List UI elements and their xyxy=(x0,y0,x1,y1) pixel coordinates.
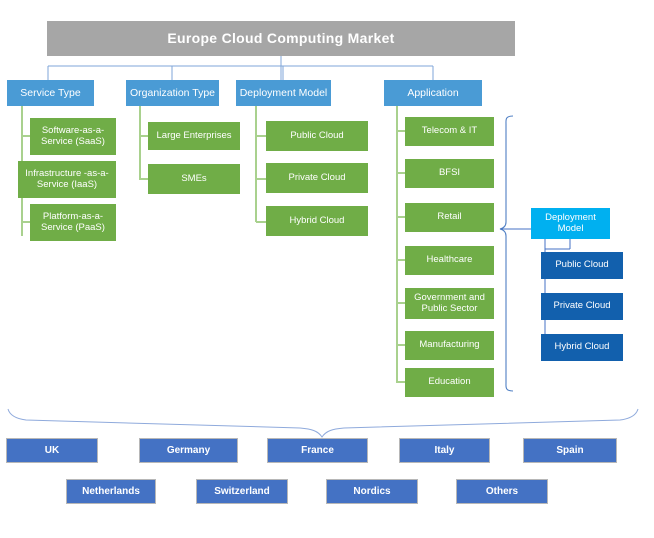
leaf-government-public-sector[interactable]: Government and Public Sector xyxy=(405,288,494,319)
country-nordics[interactable]: Nordics xyxy=(326,479,418,504)
leaf-telecom-it[interactable]: Telecom & IT xyxy=(405,117,494,146)
leaf-bfsi[interactable]: BFSI xyxy=(405,159,494,188)
leaf-hybrid-cloud[interactable]: Hybrid Cloud xyxy=(266,206,368,236)
leaf-private-cloud[interactable]: Private Cloud xyxy=(266,163,368,193)
category-service-type[interactable]: Service Type xyxy=(7,80,94,106)
leaf-healthcare[interactable]: Healthcare xyxy=(405,246,494,275)
country-italy[interactable]: Italy xyxy=(399,438,490,463)
country-france[interactable]: France xyxy=(267,438,368,463)
leaf-paas[interactable]: Platform-as-a-Service (PaaS) xyxy=(30,204,116,241)
leaf-public-cloud[interactable]: Public Cloud xyxy=(266,121,368,151)
diagram-title: Europe Cloud Computing Market xyxy=(47,21,515,56)
country-uk[interactable]: UK xyxy=(6,438,98,463)
country-netherlands[interactable]: Netherlands xyxy=(66,479,156,504)
country-germany[interactable]: Germany xyxy=(139,438,238,463)
leaf-iaas[interactable]: Infrastructure -as-a-Service (IaaS) xyxy=(18,161,116,198)
country-switzerland[interactable]: Switzerland xyxy=(196,479,288,504)
leaf-manufacturing[interactable]: Manufacturing xyxy=(405,331,494,360)
leaf-smes[interactable]: SMEs xyxy=(148,164,240,194)
leaf-retail[interactable]: Retail xyxy=(405,203,494,232)
deployment-leaf-public-cloud[interactable]: Public Cloud xyxy=(541,252,623,279)
deployment-leaf-hybrid-cloud[interactable]: Hybrid Cloud xyxy=(541,334,623,361)
leaf-saas[interactable]: Software-as-a-Service (SaaS) xyxy=(30,118,116,155)
leaf-education[interactable]: Education xyxy=(405,368,494,397)
leaf-large-enterprises[interactable]: Large Enterprises xyxy=(148,122,240,150)
category-organization-type[interactable]: Organization Type xyxy=(126,80,219,106)
country-others[interactable]: Others xyxy=(456,479,548,504)
category-application[interactable]: Application xyxy=(384,80,482,106)
category-deployment-model[interactable]: Deployment Model xyxy=(236,80,331,106)
deployment-leaf-private-cloud[interactable]: Private Cloud xyxy=(541,293,623,320)
subhead-deployment-model[interactable]: Deployment Model xyxy=(531,208,610,239)
country-spain[interactable]: Spain xyxy=(523,438,617,463)
